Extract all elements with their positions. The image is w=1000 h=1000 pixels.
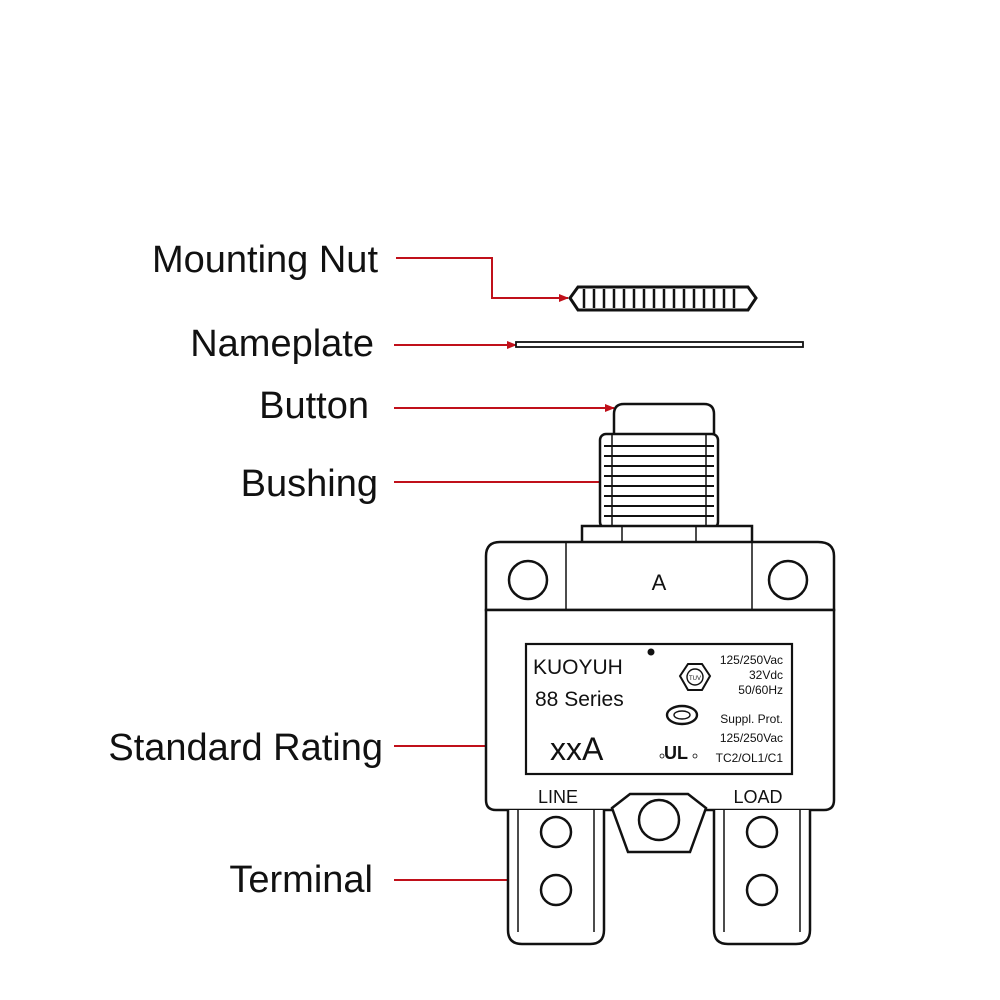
svg-text:TUV: TUV (689, 676, 701, 682)
svg-text:UL: UL (664, 743, 688, 763)
leader-mounting-nut (396, 257, 569, 302)
ccc-logo-icon (665, 704, 699, 726)
label-terminal: Terminal (229, 859, 373, 901)
line-terminal (506, 810, 606, 946)
ul-logo-icon: UL (659, 743, 698, 763)
series-text: 88 Series (535, 688, 624, 711)
label-mounting-nut: Mounting Nut (152, 239, 378, 281)
label-standard-rating: Standard Rating (108, 727, 383, 769)
mounting-hole-left (507, 559, 549, 601)
brand-text: KUOYUH (533, 656, 623, 679)
spec-line-4: 125/250Vac (720, 731, 783, 745)
nameplate-part (515, 341, 804, 348)
button-part (612, 402, 716, 438)
mounting-nut (568, 285, 758, 312)
spec-line-1: 125/250Vac (720, 653, 783, 667)
center-boss-hole (637, 798, 681, 842)
label-nameplate: Nameplate (190, 323, 374, 365)
load-terminal-label: LOAD (733, 787, 782, 807)
spec-line-3: 50/60Hz (738, 683, 783, 697)
nameplate-label: KUOYUH 88 Series xxA 125/250Vac 32Vdc 50… (524, 642, 794, 776)
label-bushing: Bushing (241, 463, 378, 505)
callout-lines (394, 257, 615, 884)
rating-text: xxA (550, 731, 604, 767)
load-terminal (712, 810, 812, 946)
tuv-logo-icon: TUV (678, 663, 712, 691)
line-terminal-label: LINE (538, 787, 578, 807)
spec-line-5: TC2/OL1/C1 (716, 751, 784, 765)
housing-mark: A (652, 570, 667, 595)
spec-line-2: 32Vdc (749, 668, 783, 682)
bushing-part (580, 432, 754, 546)
label-button: Button (259, 385, 369, 427)
mounting-hole-right (767, 559, 809, 601)
supp-prot-text: Suppl. Prot. (720, 712, 783, 726)
